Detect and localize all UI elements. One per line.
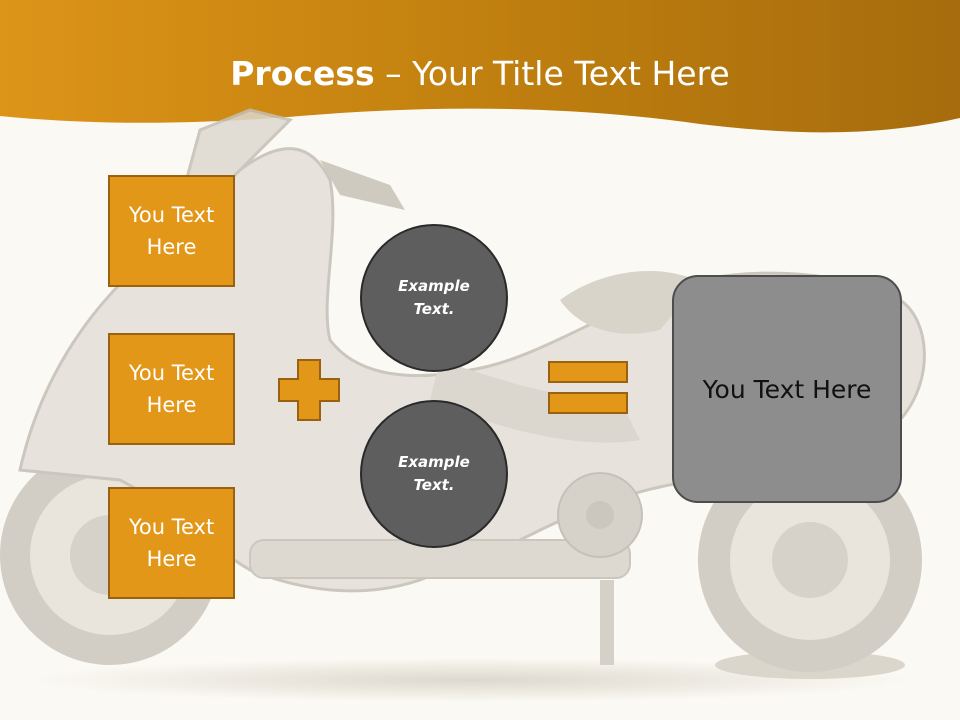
header-banner [0, 0, 960, 133]
slide-title: Process – Your Title Text Here [0, 50, 960, 98]
example-circle-2[interactable]: Example Text. [360, 400, 508, 548]
example-circle-1[interactable]: Example Text. [360, 224, 508, 372]
title-rest: Your Title Text Here [412, 54, 730, 93]
title-bold: Process [230, 54, 375, 93]
text-box-3[interactable]: You Text Here [108, 487, 235, 599]
result-box[interactable]: You Text Here [672, 275, 902, 503]
text-box-1[interactable]: You Text Here [108, 175, 235, 287]
title-dash: – [374, 54, 413, 93]
equals-icon [548, 361, 628, 414]
text-box-2[interactable]: You Text Here [108, 333, 235, 445]
plus-icon [278, 359, 340, 421]
